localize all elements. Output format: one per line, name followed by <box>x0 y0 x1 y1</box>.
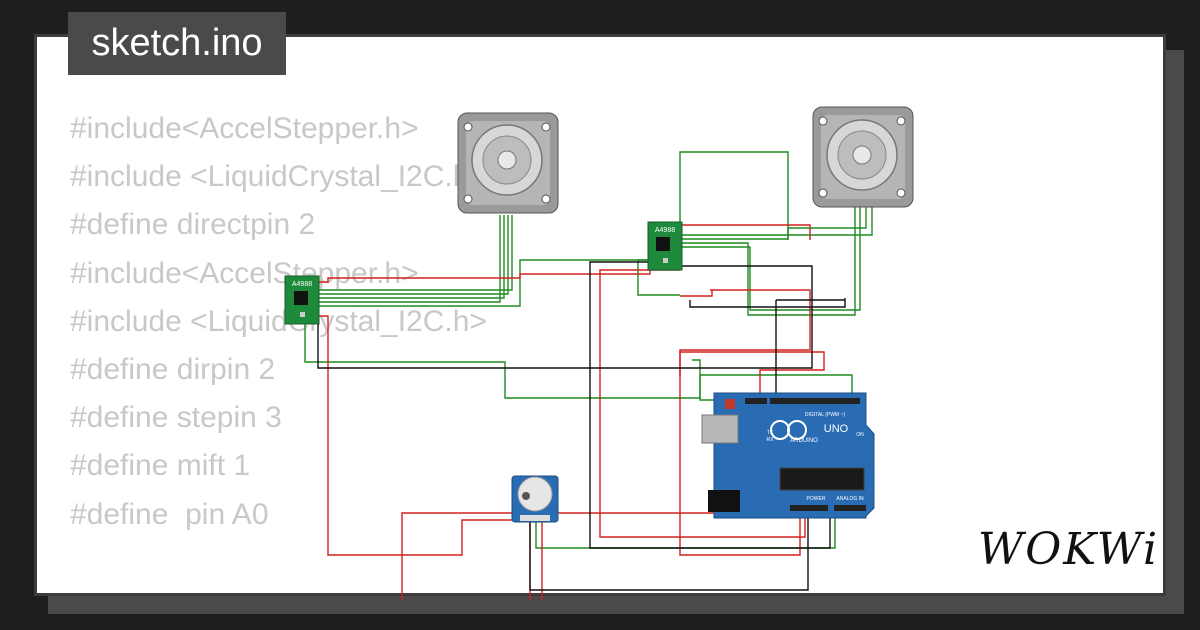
code-line: #define mift 1 <box>70 449 251 483</box>
wire[interactable] <box>318 270 651 283</box>
tx-led-label: TX <box>767 430 774 436</box>
power-header-label: POWER <box>807 496 826 502</box>
code-line: #define dirpin 2 <box>70 352 276 386</box>
usb-port <box>701 414 739 444</box>
wire[interactable] <box>689 298 846 308</box>
stepper-motor-2[interactable] <box>812 106 914 208</box>
wire[interactable] <box>318 315 530 556</box>
sketch-filename-tab[interactable]: sketch.ino <box>68 12 286 75</box>
wire[interactable] <box>679 151 789 240</box>
black-wires <box>317 261 846 591</box>
potentiometer[interactable] <box>511 475 559 523</box>
wire[interactable] <box>304 309 853 400</box>
rx-led-label: RX <box>767 437 775 443</box>
wire[interactable] <box>589 261 831 549</box>
red-wires <box>318 224 825 600</box>
code-line: #define directpin 2 <box>70 208 316 242</box>
wire[interactable] <box>318 215 501 303</box>
wire[interactable] <box>680 207 861 311</box>
digital-header-label: DIGITAL (PWM ~) <box>805 412 845 418</box>
wire[interactable] <box>680 207 856 316</box>
wire[interactable] <box>318 215 505 299</box>
reset-button[interactable] <box>725 399 735 409</box>
wire[interactable] <box>599 269 806 538</box>
wire[interactable] <box>680 207 873 236</box>
code-line: #include <LiquidCrystal_I2C.h> <box>70 160 487 194</box>
wire[interactable] <box>679 289 811 556</box>
analog-header-label: ANALOG IN <box>836 496 864 502</box>
code-line: #include<AccelStepper.h> <box>70 112 419 145</box>
board-brand: ARDUINO <box>790 438 818 444</box>
green-wires <box>304 151 873 549</box>
wokwi-logo: WOKWi <box>978 524 1160 575</box>
microcontroller-chip <box>779 467 865 491</box>
stepper-motor-1[interactable] <box>457 112 559 214</box>
a4988-driver-1[interactable]: A4988 <box>284 275 320 325</box>
wires <box>304 151 873 600</box>
power-jack <box>708 490 740 512</box>
wire[interactable] <box>401 512 810 600</box>
code-line: #include<AccelStepper.h> <box>70 256 419 290</box>
wire[interactable] <box>679 351 825 400</box>
wire[interactable] <box>680 207 867 240</box>
code-line: #define pin A0 <box>70 497 269 531</box>
wire[interactable] <box>318 215 509 295</box>
a4988-driver-2[interactable]: A4988 <box>647 221 683 271</box>
board-model: UNO <box>824 423 849 435</box>
wire[interactable] <box>529 512 809 591</box>
wire[interactable] <box>318 215 513 291</box>
wire[interactable] <box>680 290 713 297</box>
code-listing: #include<AccelStepper.h> #include <Liqui… <box>70 105 487 539</box>
wire[interactable] <box>680 224 811 240</box>
driver-label: A4988 <box>292 281 312 288</box>
arduino-uno[interactable]: UNO ARDUINO DIGITAL (PWM ~) POWER ANALOG… <box>701 392 875 519</box>
on-led-label: ON <box>856 432 864 438</box>
wire[interactable] <box>317 265 813 369</box>
wire[interactable] <box>692 359 715 401</box>
driver-label: A4988 <box>655 227 675 234</box>
wire[interactable] <box>637 259 680 296</box>
code-line: #include <LiquidCrystal_I2C.h> <box>70 304 487 338</box>
code-line: #define stepin 3 <box>70 401 282 435</box>
